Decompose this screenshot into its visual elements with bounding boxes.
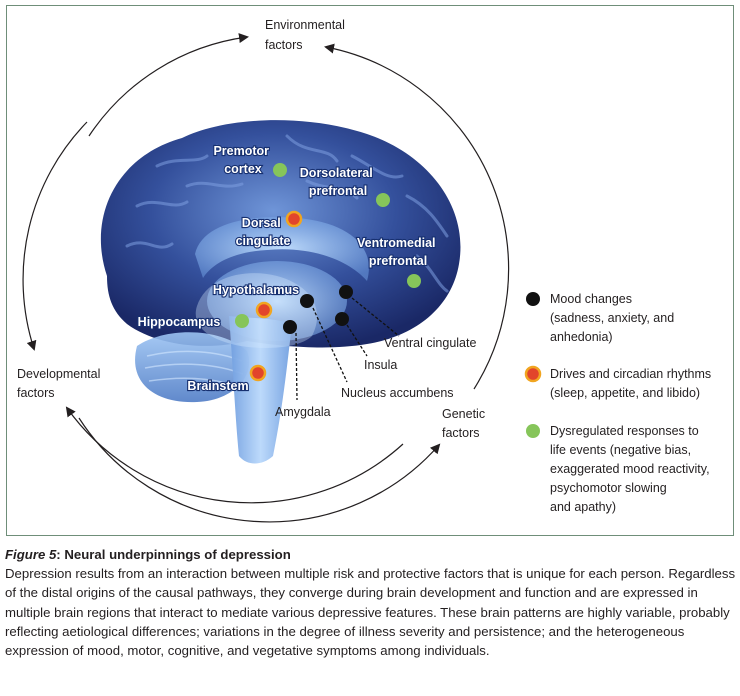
figure-title: Neural underpinnings of depression (64, 547, 291, 562)
arc-genetic-to-environmental (324, 43, 510, 390)
leader-lines (295, 297, 400, 401)
brain-stem (229, 316, 292, 464)
leader-amygdala (295, 332, 298, 401)
label-insula: Insula (364, 358, 397, 372)
marker-hippocampus (235, 314, 249, 328)
label-environmental-factors: Environmental factors (265, 18, 348, 52)
caption-heading: Figure 5: Neural underpinnings of depres… (5, 547, 291, 562)
cerebellum (135, 332, 250, 403)
label-dorsal-cingulate: Dorsal cingulate (236, 216, 291, 248)
arc-genetic-lower (65, 406, 404, 504)
legend-dysregulated: Dysregulated responses to life events (n… (550, 424, 713, 514)
legend-mood: Mood changes (sadness, anxiety, and anhe… (550, 292, 678, 344)
label-nucleus-accumbens: Nucleus accumbens (341, 386, 454, 400)
leader-insula (346, 324, 368, 357)
marker-hypothalamus (255, 301, 273, 319)
arc-developmental-upstroke (88, 33, 249, 137)
brain-diagram: Environmental factors Developmental fact… (17, 18, 715, 523)
region-markers (235, 163, 421, 382)
marker-ventromedial-prefrontal (407, 274, 421, 288)
figure-number: Figure 5 (5, 547, 57, 562)
brain-illustration (100, 120, 461, 464)
gyri (125, 134, 449, 293)
label-amygdala: Amygdala (275, 405, 331, 419)
label-hippocampus: Hippocampus (138, 315, 221, 329)
leader-ventral-cingulate (351, 297, 400, 337)
legend: Mood changes (sadness, anxiety, and anhe… (524, 292, 715, 514)
legend-drives: Drives and circadian rhythms (sleep, app… (550, 367, 715, 400)
label-ventromedial-prefrontal: Ventromedial prefrontal (357, 236, 439, 268)
label-dorsolateral-prefrontal: Dorsolateral prefrontal (300, 166, 376, 198)
legend-dot-dysregulated (526, 424, 540, 438)
figure-caption: Figure 5: Neural underpinnings of depres… (5, 545, 737, 660)
caption-body: Depression results from an interaction b… (5, 566, 736, 659)
marker-dorsal-cingulate (285, 210, 303, 228)
cycle-arrows (22, 33, 510, 523)
label-hypothalamus: Hypothalamus (213, 283, 299, 297)
marker-insula (335, 312, 349, 326)
label-brainstem: Brainstem (187, 379, 248, 393)
leader-nucleus-accumbens (312, 307, 348, 383)
label-developmental-factors: Developmental factors (17, 367, 104, 400)
corpus-callosum (195, 217, 369, 281)
marker-dorsolateral-prefrontal (376, 193, 390, 207)
marker-premotor-cortex (273, 163, 287, 177)
marker-nucleus-accumbens (300, 294, 314, 308)
arc-environmental-to-developmental (22, 121, 88, 351)
arc-developmental-to-genetic (78, 417, 441, 523)
marker-amygdala (283, 320, 297, 334)
marker-brainstem (249, 364, 267, 382)
label-ventral-cingulate: Ventral cingulate (384, 336, 476, 350)
label-genetic-factors: Genetic factors (442, 407, 489, 440)
figure-panel: Environmental factors Developmental fact… (6, 5, 734, 536)
legend-dot-mood (526, 292, 540, 306)
legend-dot-drives (524, 365, 542, 383)
label-premotor-cortex: Premotor cortex (213, 144, 272, 176)
marker-ventral-cingulate (339, 285, 353, 299)
